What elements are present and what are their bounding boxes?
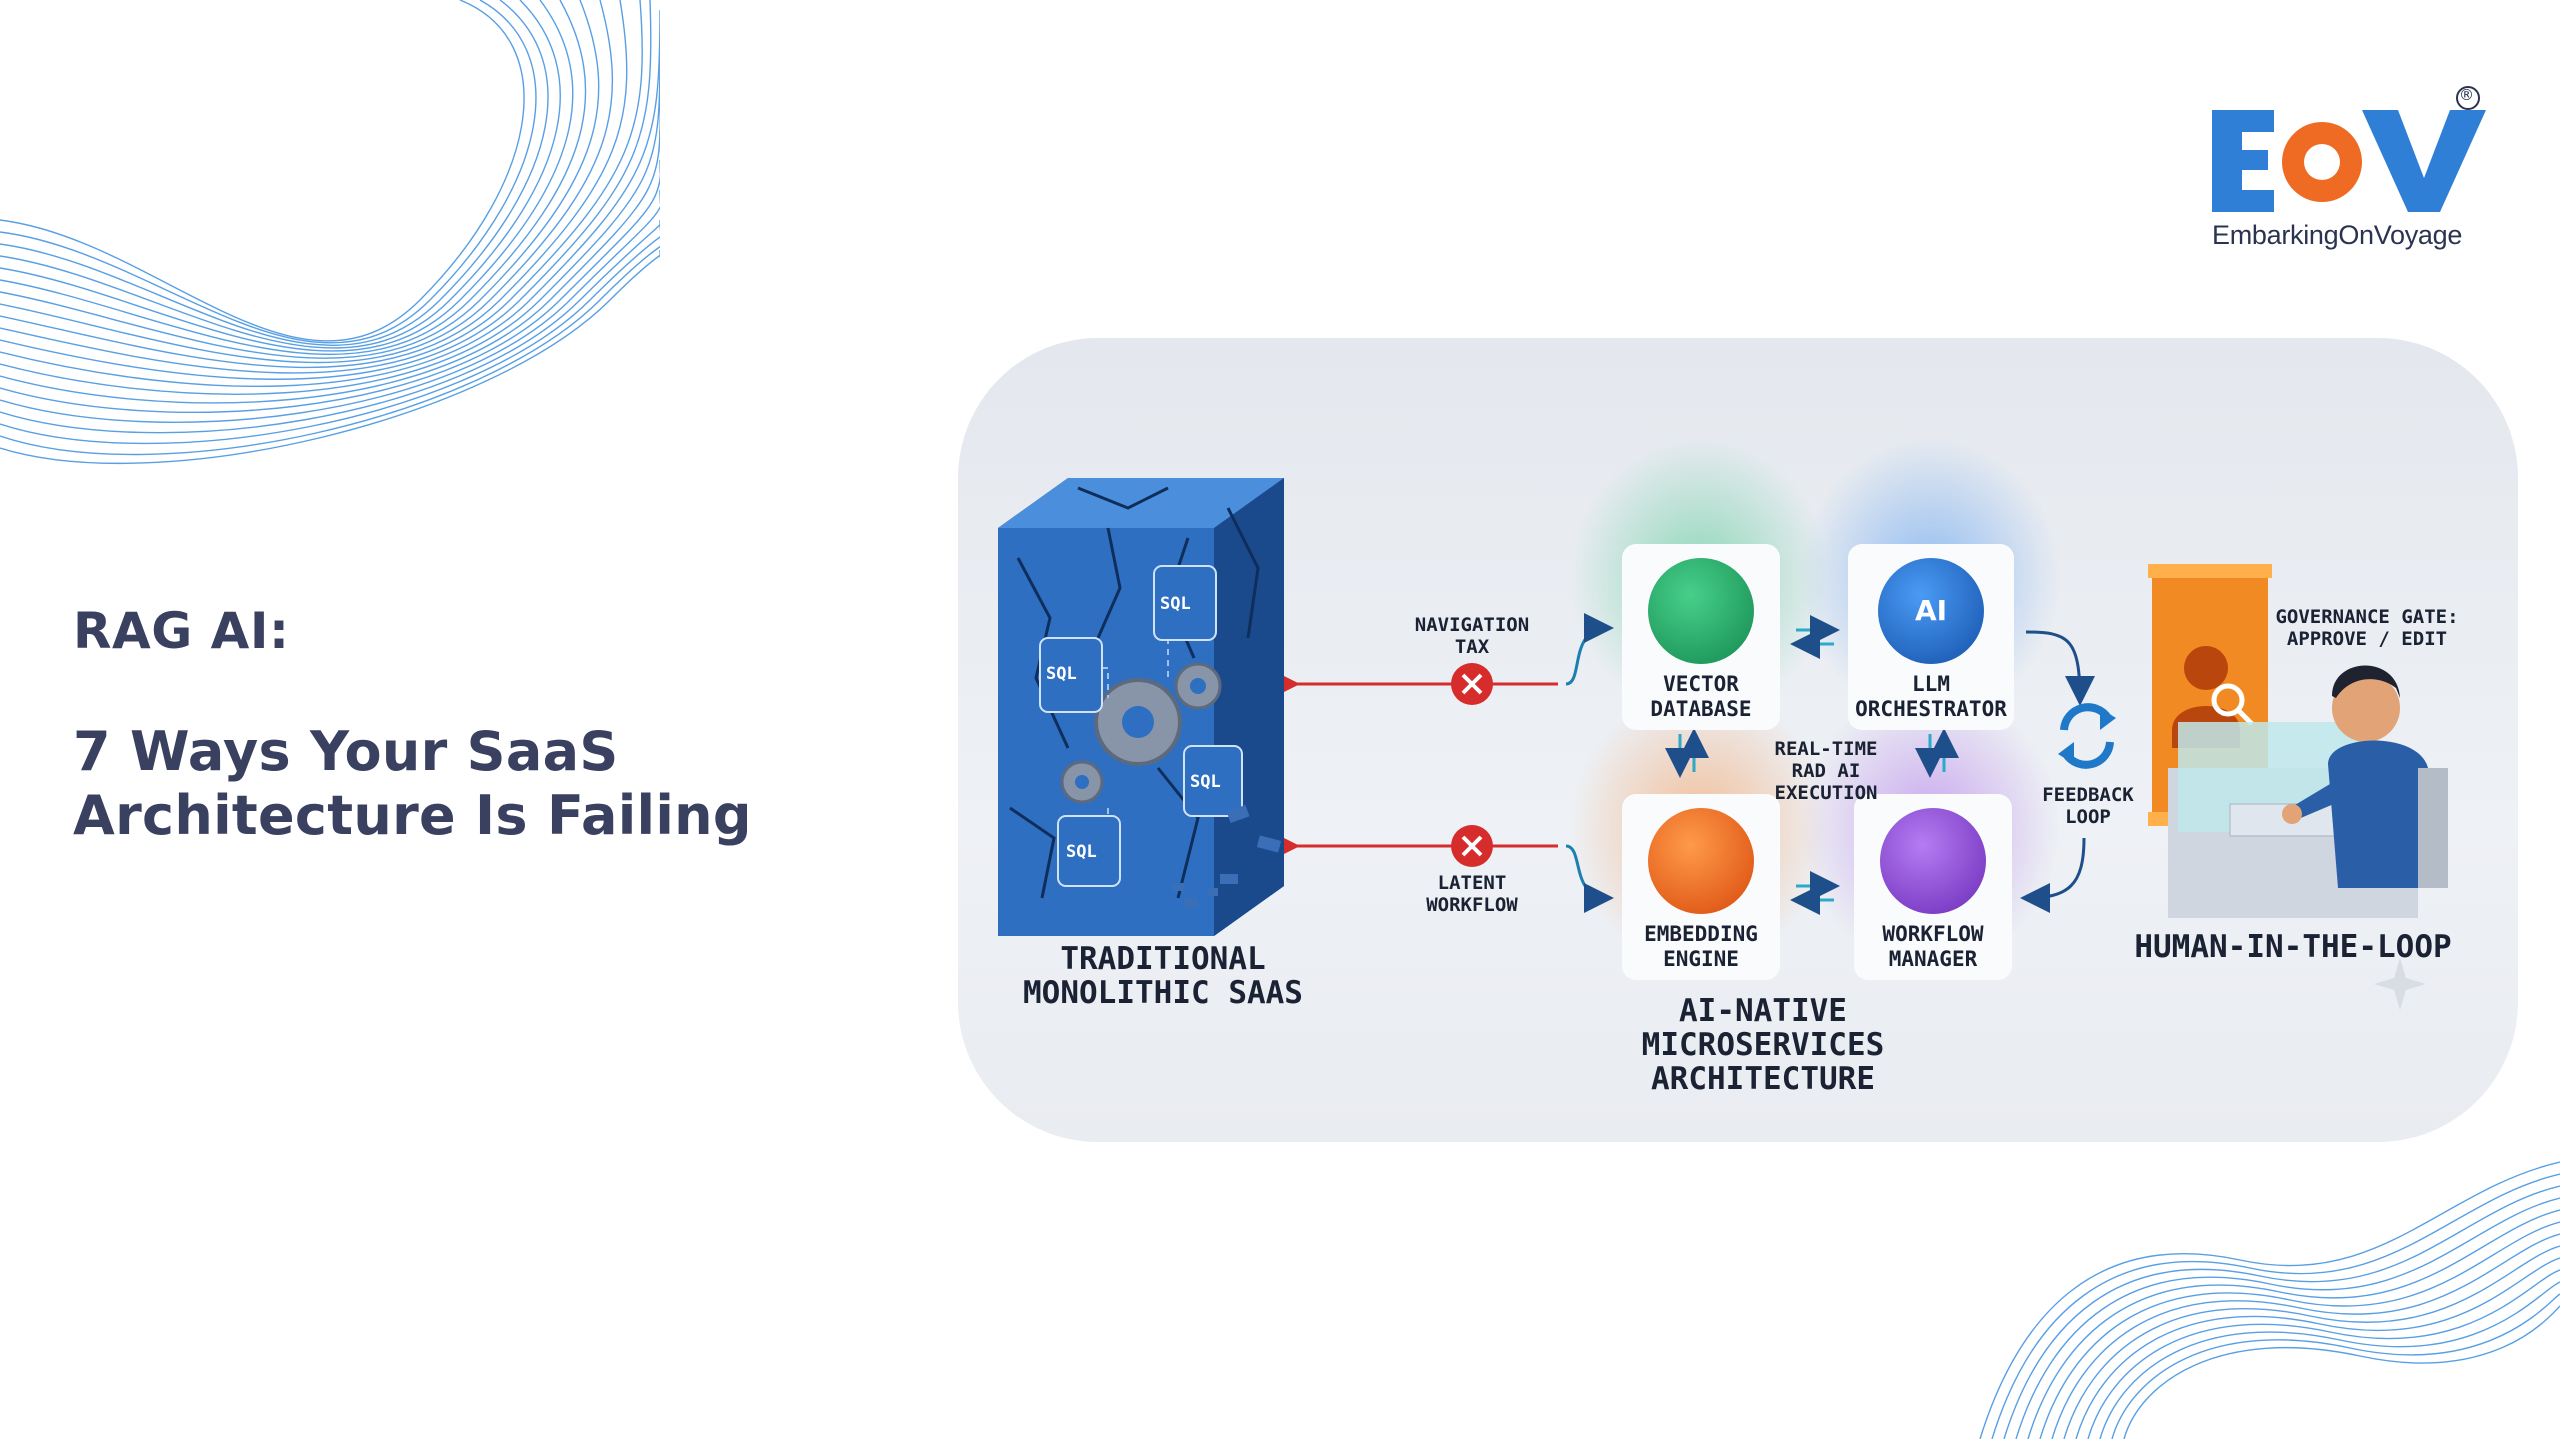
- microservices-label: AI-NATIVE MICROSERVICES ARCHITECTURE: [1641, 993, 1885, 1097]
- network-icon: [1648, 808, 1754, 914]
- sql-label-1: SQL: [1046, 664, 1077, 684]
- sql-label-4: SQL: [1066, 842, 1097, 862]
- title-line-1: 7 Ways Your SaaS: [73, 720, 619, 783]
- latent-workflow-label: LATENT WORKFLOW: [1426, 872, 1518, 916]
- eov-logo: [2212, 86, 2486, 212]
- title-line-2: Architecture Is Failing: [73, 784, 752, 847]
- embedding-engine-tile: EMBEDDING ENGINE: [1622, 794, 1780, 980]
- architecture-diagram: SQL SQL SQL SQL TRADITIONAL MONOLITHIC S…: [958, 338, 2518, 1142]
- vector-database-tile: VECTOR DATABASE: [1622, 544, 1780, 730]
- workflow-manager-tile: WORKFLOW MANAGER: [1854, 794, 2012, 980]
- llm-orchestrator-tile: AI LLM ORCHESTRATOR: [1848, 544, 2014, 730]
- registered-mark: ®: [2459, 86, 2474, 104]
- decorative-wave-top-left: [0, 0, 660, 465]
- llm-icon-text: AI: [1914, 594, 1948, 627]
- human-in-the-loop-label: HUMAN-IN-THE-LOOP: [2134, 929, 2452, 965]
- brain-ai-icon: AI: [1878, 558, 1984, 664]
- sql-label-3: SQL: [1190, 772, 1221, 792]
- governance-gate-label: GOVERNANCE GATE: APPROVE / EDIT: [2275, 606, 2459, 650]
- monolith-block: [998, 478, 1284, 936]
- workflow-icon: [1880, 808, 1986, 914]
- feedback-loop-icon: [2058, 703, 2116, 769]
- monolith-label: TRADITIONAL MONOLITHIC SAAS: [1023, 941, 1303, 1011]
- navigation-tax-label: NAVIGATION TAX: [1414, 614, 1530, 658]
- sql-label-2: SQL: [1160, 594, 1191, 614]
- vector-database-label: VECTOR DATABASE: [1650, 672, 1752, 721]
- database-icon: [1648, 558, 1754, 664]
- workflow-manager-label: WORKFLOW MANAGER: [1882, 922, 1984, 971]
- title-prefix: RAG AI:: [73, 602, 290, 660]
- realtime-execution-label: REAL-TIME RAD AI EXECUTION: [1774, 738, 1878, 804]
- embedding-engine-label: EMBEDDING ENGINE: [1644, 922, 1758, 971]
- logo-tagline: EmbarkingOnVoyage: [2212, 220, 2463, 250]
- human-operator: [2168, 665, 2448, 918]
- title-block: RAG AI: 7 Ways Your SaaS Architecture Is…: [73, 600, 893, 848]
- decorative-wave-bottom-right: [1979, 1161, 2560, 1439]
- feedback-loop-label: FEEDBACK LOOP: [2042, 784, 2134, 828]
- llm-orchestrator-label: LLM ORCHESTRATOR: [1855, 672, 2007, 721]
